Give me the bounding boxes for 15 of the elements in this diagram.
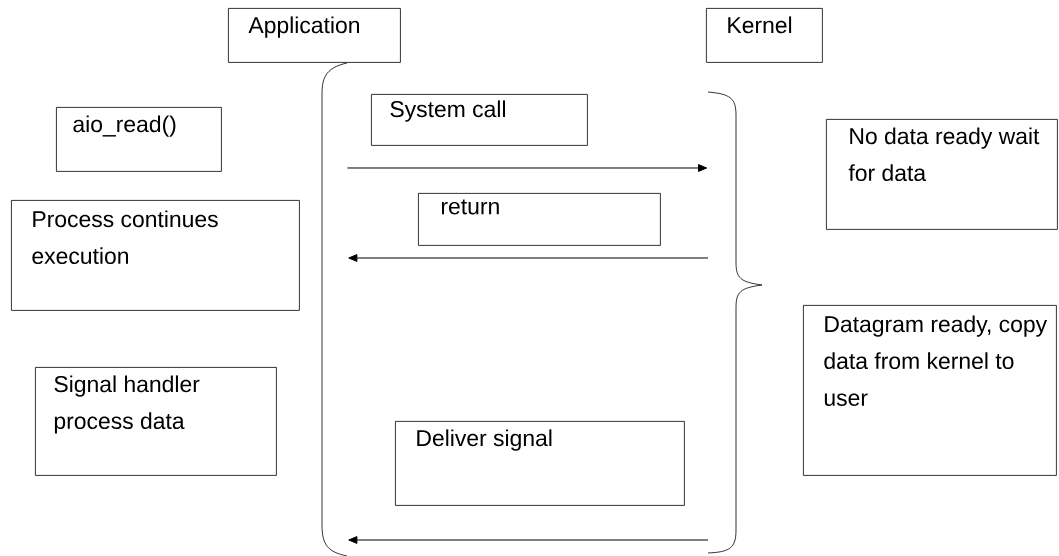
- text-box: return: [418, 193, 661, 246]
- text-box: Deliver signal: [395, 421, 685, 506]
- text-box: Datagram ready, copy data from kernel to user: [803, 305, 1057, 476]
- text-box: System call: [371, 94, 588, 146]
- curly-brace: [707, 91, 763, 554]
- text-box: Signal handler process data: [35, 367, 277, 476]
- text-box: No data ready wait for data: [826, 119, 1058, 230]
- bracket-line: [321, 62, 348, 556]
- arrow: [348, 254, 709, 262]
- text-box: Process continues execution: [11, 200, 300, 311]
- arrow: [346, 164, 708, 172]
- text-box: Kernel: [706, 8, 823, 63]
- arrow: [348, 536, 709, 544]
- text-box: aio_read(): [56, 107, 222, 172]
- text-box: Application: [228, 8, 401, 63]
